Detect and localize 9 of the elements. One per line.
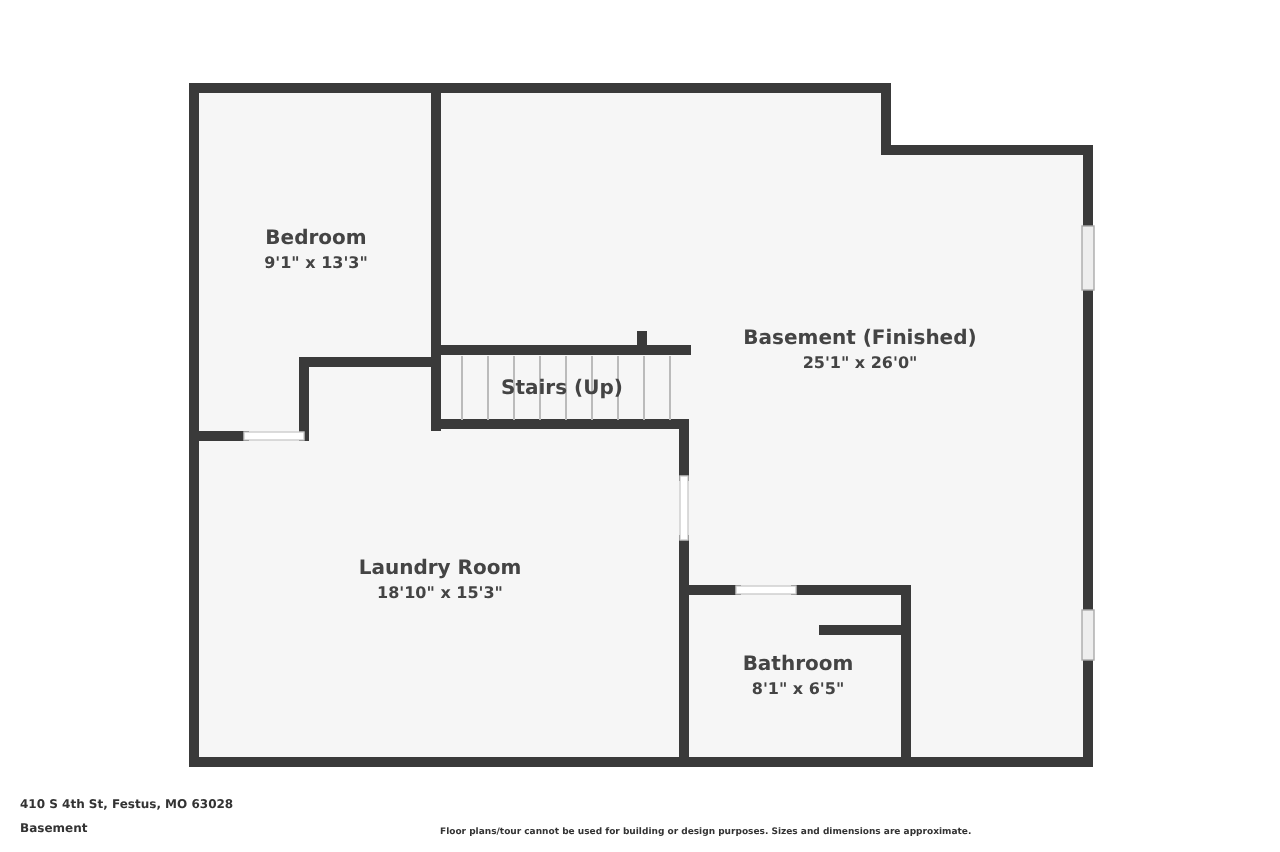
room-dimensions: 18'10" x 15'3" [377, 584, 503, 602]
room-name: Basement (Finished) [743, 328, 977, 350]
room-dimensions: 8'1" x 6'5" [751, 680, 845, 698]
room-dimensions: 25'1" x 26'0" [802, 354, 918, 372]
room-dimensions: 9'1" x 13'3" [264, 254, 368, 272]
room-name: Laundry Room [358, 558, 522, 580]
room-name: Stairs (Up) [501, 377, 623, 399]
room-name: Bedroom [265, 228, 367, 250]
room-name: Bathroom [742, 654, 854, 676]
